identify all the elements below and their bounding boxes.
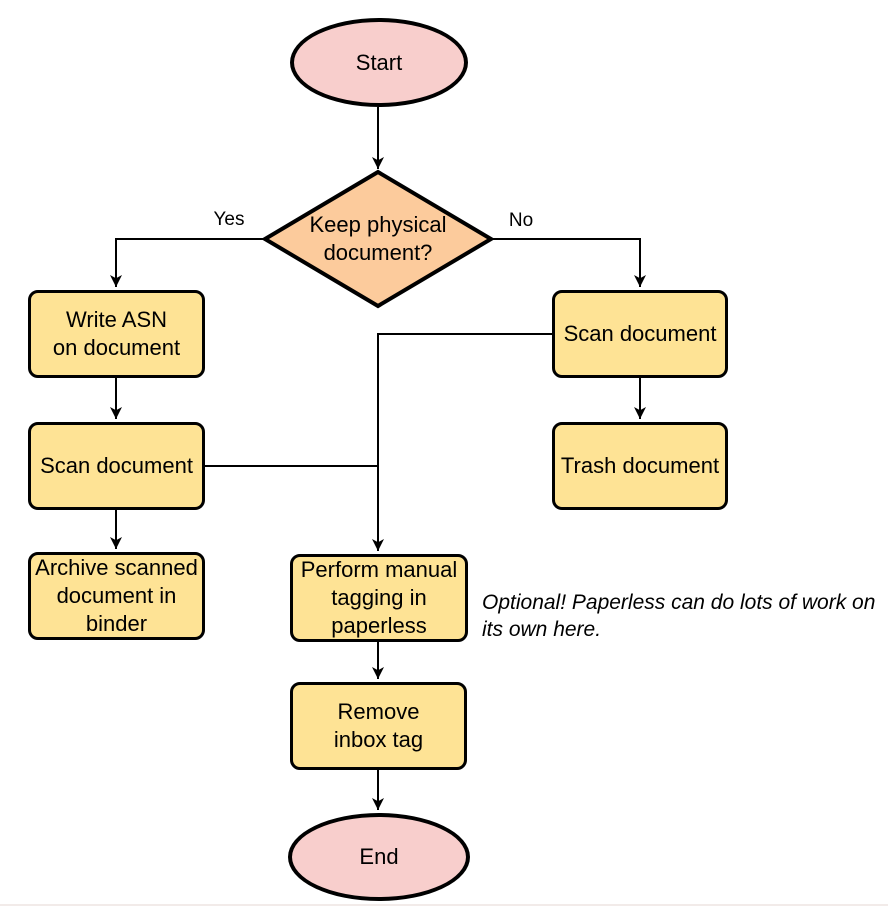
edge-label-yes: Yes bbox=[213, 209, 245, 230]
process-scan-document-right-node: Scan document bbox=[552, 290, 728, 378]
process-trash-document-node: Trash document bbox=[552, 422, 728, 510]
edge-decision-no-to-scan-right bbox=[491, 238, 646, 287]
process-manual-tagging-node: Perform manual tagging in paperless bbox=[290, 554, 468, 642]
end-node: End bbox=[288, 813, 470, 901]
process-remove-inbox-tag-node: Remove inbox tag bbox=[290, 682, 467, 770]
decision-diamond-shape bbox=[261, 169, 495, 309]
decision-node-label: Keep physical document? bbox=[309, 212, 447, 265]
process-scan-document-left-node: Scan document bbox=[28, 422, 205, 510]
edge-decision-yes-to-write-asn bbox=[110, 238, 265, 287]
bottom-edge-line bbox=[0, 904, 888, 906]
edge-scan-right-to-perform bbox=[372, 333, 552, 551]
edge-label-no: No bbox=[508, 210, 534, 231]
optional-annotation-text: Optional! Paperless can do lots of work … bbox=[482, 591, 876, 641]
process-write-asn-node: Write ASN on document bbox=[28, 290, 205, 378]
start-node: Start bbox=[290, 18, 468, 107]
process-archive-document-node: Archive scanned document in binder bbox=[28, 552, 205, 640]
